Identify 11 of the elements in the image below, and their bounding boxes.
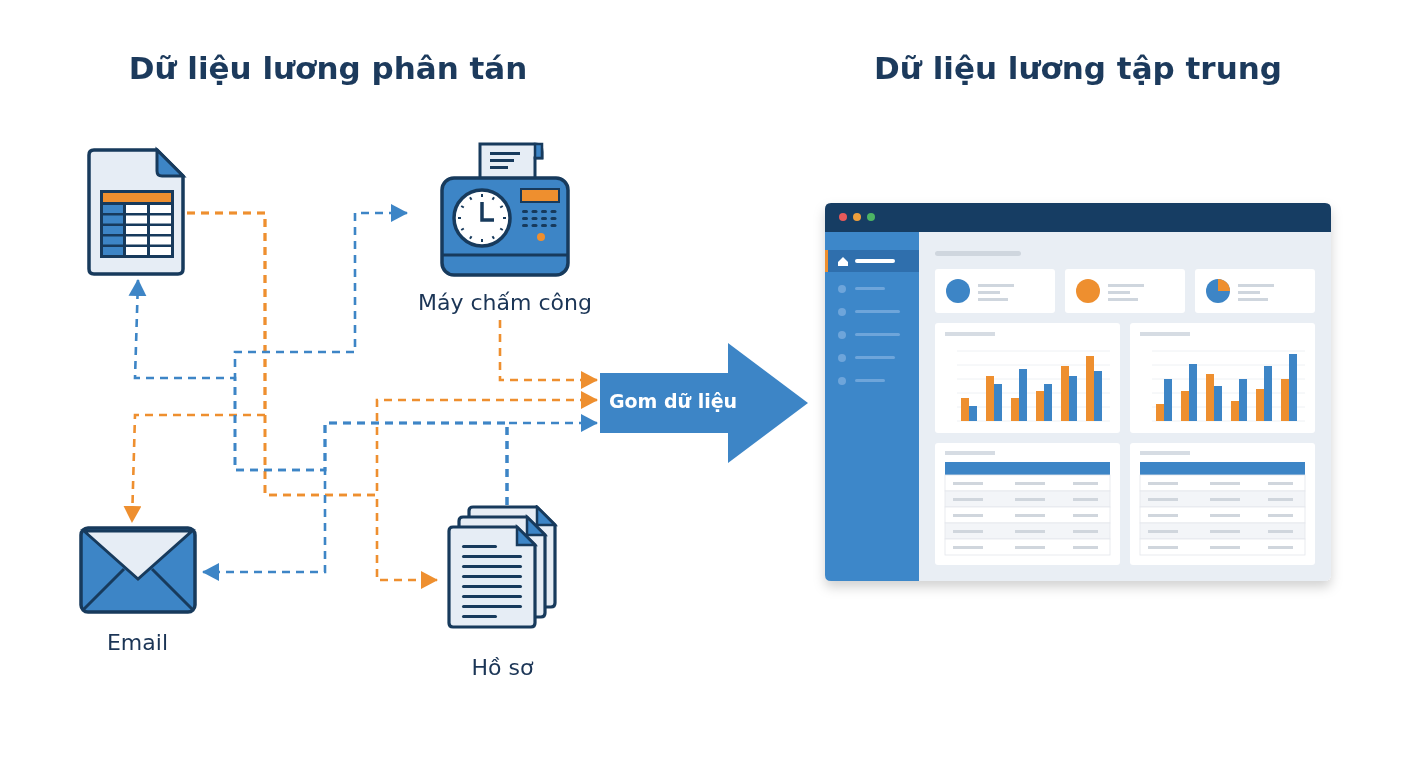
heading: Dữ liệu lương tập trung xyxy=(874,50,1282,86)
dashboard-drawing xyxy=(825,203,1331,581)
node-label: Hồ sơ xyxy=(470,655,535,680)
spreadsheet-icon xyxy=(85,147,187,277)
node-label: Email xyxy=(105,630,169,655)
node-label: Máy chấm công xyxy=(417,290,593,315)
dashed-arrow xyxy=(498,320,598,389)
arrow-label: Gom dữ liệu xyxy=(608,390,738,412)
heading: Dữ liệu lương phân tán xyxy=(128,50,528,86)
dashed-arrow xyxy=(187,211,598,497)
dashed-arrow xyxy=(233,204,509,505)
